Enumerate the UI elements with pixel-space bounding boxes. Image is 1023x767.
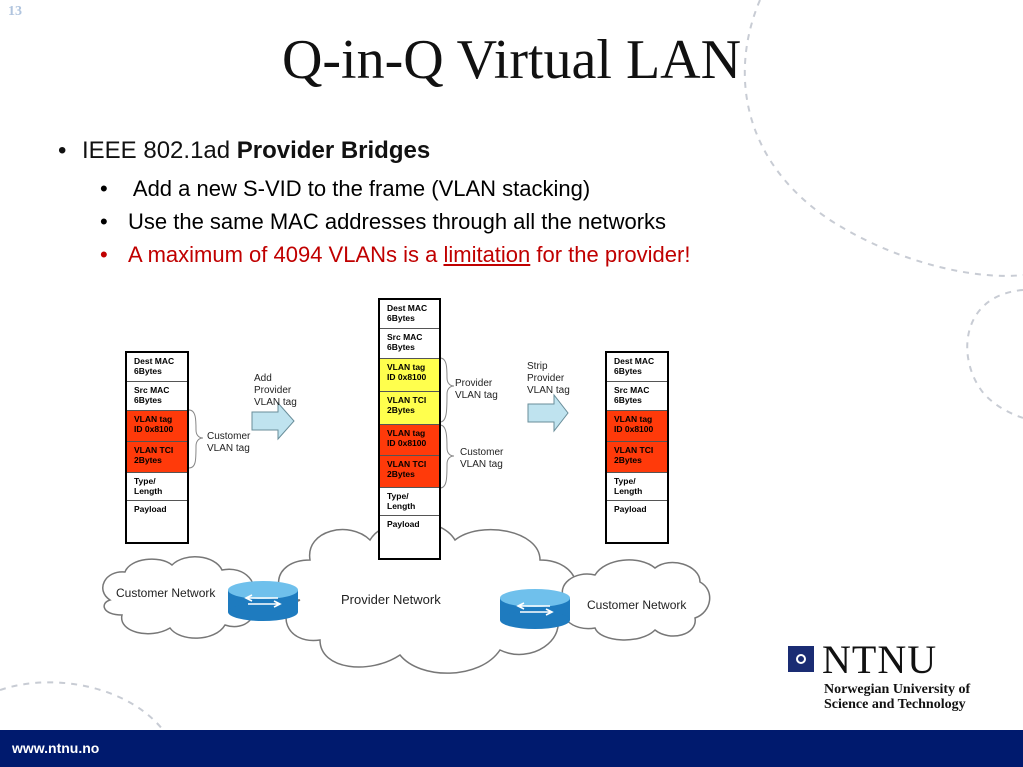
brace-left-customer (188, 409, 204, 469)
frame-cell: Dest MAC 6Bytes (607, 353, 667, 382)
sub-bullet-3-before: A maximum of 4094 VLANs is a (128, 242, 444, 267)
bullet-symbol: • (100, 176, 108, 201)
sub-bullet-text: Add a new S-VID to the frame (VLAN stack… (128, 176, 591, 201)
ntnu-subtitle-line1: Norwegian University of (824, 682, 971, 697)
add-provider-label: Add Provider VLAN tag (254, 373, 297, 408)
frame-cell: Type/ Length (380, 488, 439, 516)
frame-cell: Payload (607, 501, 667, 538)
frame-right: Dest MAC 6Bytes Src MAC 6Bytes VLAN tag … (605, 351, 669, 544)
frame-cell: VLAN TCI 2Bytes (127, 442, 187, 473)
bullet-main-text: IEEE 802.1ad Provider Bridges (82, 137, 430, 165)
slide-title: Q-in-Q Virtual LAN (281, 29, 742, 91)
provider-network-label: Provider Network (341, 592, 441, 607)
frame-cell: Payload (127, 501, 187, 538)
router-right (500, 589, 570, 629)
bullet-main-prefix: IEEE 802.1ad (82, 137, 237, 164)
ntnu-logo-word: NTNU (822, 637, 938, 682)
customer-network-left-label: Customer Network (116, 586, 216, 600)
brace-mid-customer (439, 424, 455, 489)
frame-cell: Payload (380, 516, 439, 554)
frame-cell: Type/ Length (127, 473, 187, 501)
brace-provider (439, 357, 455, 423)
slide-number: 13 (8, 4, 22, 19)
provider-vlan-label: Provider VLAN tag (455, 378, 498, 401)
customer-network-right-label: Customer Network (587, 598, 687, 612)
frame-cell: VLAN tag ID 0x8100 (127, 411, 187, 442)
bullet-main-bold: Provider Bridges (236, 137, 431, 164)
frame-cell: Src MAC 6Bytes (607, 382, 667, 411)
customer-vlan-label-left: Customer VLAN tag (207, 431, 251, 454)
frame-cell: VLAN TCI 2Bytes (380, 392, 439, 425)
sub-bullet-3-underline: limitation (443, 242, 531, 267)
frame-cell: Dest MAC 6Bytes (380, 300, 439, 329)
sub-bullet-3-after: for the provider! (530, 242, 691, 267)
strip-tag-arrow (527, 393, 569, 433)
frame-cell: Dest MAC 6Bytes (127, 353, 187, 382)
ntnu-subtitle-line2: Science and Technology (824, 697, 966, 712)
router-left (228, 581, 298, 621)
bullet-symbol: • (58, 137, 67, 164)
frame-cell: VLAN TCI 2Bytes (380, 456, 439, 488)
sub-bullet-text: Use the same MAC addresses through all t… (128, 209, 667, 234)
frame-left: Dest MAC 6Bytes Src MAC 6Bytes VLAN tag … (125, 351, 189, 544)
frame-cell: VLAN TCI 2Bytes (607, 442, 667, 473)
strip-provider-label: Strip Provider VLAN tag (527, 361, 570, 396)
add-tag-arrow (251, 401, 295, 441)
frame-cell: VLAN tag ID 0x8100 (380, 359, 439, 392)
bullet-symbol: • (100, 242, 108, 267)
frame-cell: Src MAC 6Bytes (127, 382, 187, 411)
customer-vlan-label-mid: Customer VLAN tag (460, 447, 504, 470)
bullet-symbol: • (100, 209, 108, 234)
sub-bullet-text: A maximum of 4094 VLANs is a limitation … (128, 242, 690, 268)
frame-cell: VLAN tag ID 0x8100 (380, 425, 439, 456)
frame-cell: VLAN tag ID 0x8100 (607, 411, 667, 442)
footer-bar (0, 730, 1023, 767)
footer-url[interactable]: www.ntnu.no (12, 740, 100, 756)
frame-cell: Type/ Length (607, 473, 667, 501)
customer-cloud-right (561, 559, 711, 641)
frame-cell: Src MAC 6Bytes (380, 329, 439, 359)
ntnu-logo-ring (796, 654, 806, 664)
ntnu-subtitle: Norwegian University of Science and Tech… (824, 682, 970, 712)
frame-middle: Dest MAC 6Bytes Src MAC 6Bytes VLAN tag … (378, 298, 441, 560)
